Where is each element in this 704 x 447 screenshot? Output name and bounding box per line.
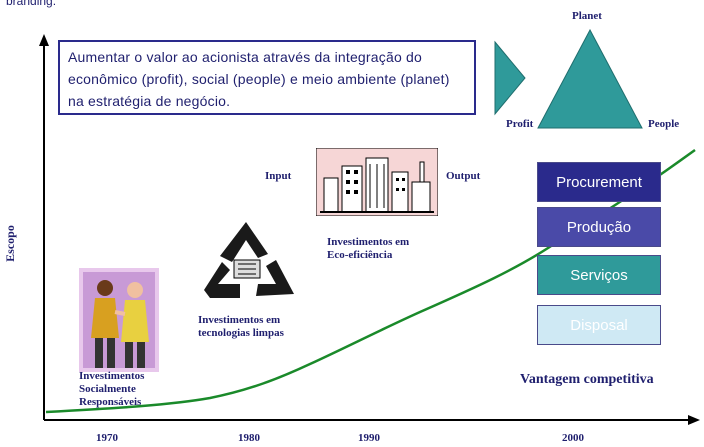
- caption-clean-tech: Investimentos em tecnologias limpas: [198, 314, 284, 340]
- year-2000: 2000: [562, 432, 584, 444]
- goal-line-2: econômico (profit), social (people) e me…: [68, 71, 450, 87]
- x-axis-arrowhead: [688, 415, 700, 425]
- caption-clean-tech-line-2: tecnologias limpas: [198, 327, 284, 339]
- caption-social-line-2: Socialmente: [79, 383, 136, 395]
- factory-icon: [316, 148, 438, 216]
- year-1980: 1980: [238, 432, 260, 444]
- output-label: Output: [446, 170, 481, 182]
- caption-social-line-3: Responsáveis: [79, 396, 142, 408]
- y-axis-label: Escopo: [2, 225, 17, 262]
- caption-eco-line-1: Investimentos em: [327, 236, 410, 248]
- top-note: branding.: [6, 0, 57, 8]
- year-1970: 1970: [96, 432, 118, 444]
- triangle-label-planet: Planet: [572, 10, 602, 22]
- caption-eco: Investimentos em Eco-eficiência: [327, 236, 409, 262]
- stage-servicos: Serviços: [537, 255, 661, 295]
- caption-eco-line-2: Eco-eficiência: [327, 249, 393, 261]
- stage-producao: Produção: [537, 207, 661, 247]
- caption-social: Investimentos Socialmente Responsáveis: [79, 370, 144, 409]
- goal-line-1: Aumentar o valor ao acionista através da…: [68, 49, 423, 65]
- stage-disposal: Disposal: [537, 305, 661, 345]
- year-1990: 1990: [358, 432, 380, 444]
- handshake-people-icon: [79, 268, 159, 372]
- caption-clean-tech-line-1: Investimentos em: [198, 314, 281, 326]
- recycle-icon: [204, 222, 294, 298]
- input-label: Input: [265, 170, 292, 182]
- pointer-arrow: [494, 40, 526, 116]
- goal-statement-box: Aumentar o valor ao acionista através da…: [58, 40, 476, 115]
- competitive-advantage-label: Vantagem competitiva: [520, 372, 654, 387]
- goal-line-3: na estratégia de negócio.: [68, 93, 231, 109]
- triangle-label-people: People: [648, 118, 680, 130]
- y-axis-arrowhead: [39, 34, 49, 46]
- caption-social-line-1: Investimentos: [79, 370, 145, 382]
- ppp-triangle: [537, 28, 643, 129]
- stage-procurement: Procurement: [537, 162, 661, 202]
- triangle-label-profit: Profit: [506, 118, 534, 130]
